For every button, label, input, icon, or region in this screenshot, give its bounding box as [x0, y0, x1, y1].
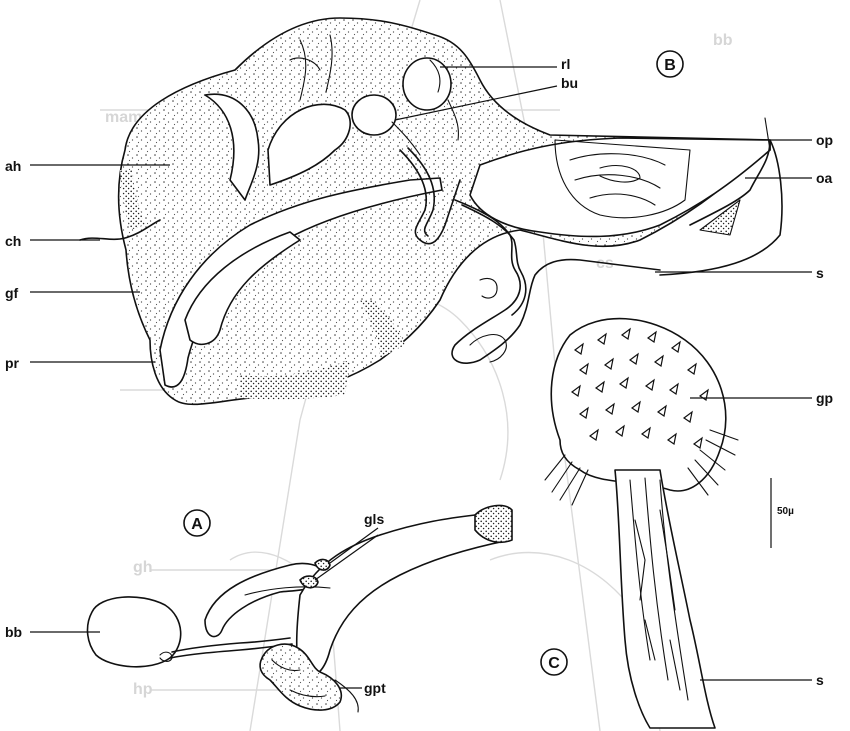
bursa-bb — [87, 597, 180, 667]
ghost-label-gh: gh — [133, 559, 153, 576]
label-rl: rl — [561, 56, 570, 72]
label-s-b: s — [816, 265, 824, 281]
receptaculum — [403, 58, 451, 110]
bursa — [352, 95, 396, 135]
label-oa: oa — [816, 170, 833, 186]
papilla-stalk — [615, 470, 715, 728]
label-gls: gls — [364, 511, 384, 527]
label-bb: bb — [5, 624, 22, 640]
label-s-c: s — [816, 672, 824, 688]
label-gp: gp — [816, 390, 833, 406]
panel-a-label: A — [191, 516, 203, 533]
label-bu: bu — [561, 75, 578, 91]
panel-b-label: B — [664, 57, 676, 74]
label-ch: ch — [5, 233, 21, 249]
label-op: op — [816, 132, 833, 148]
ghost-label-bb: bb — [713, 32, 733, 49]
label-pr: pr — [5, 355, 20, 371]
panel-c-label: C — [548, 655, 560, 672]
scale-bar-label: 50µ — [777, 506, 794, 517]
oviduct-a — [297, 512, 510, 676]
ghost-label-hp: hp — [133, 681, 153, 698]
label-gf: gf — [5, 285, 19, 301]
label-gpt: gpt — [364, 680, 386, 696]
label-ah: ah — [5, 158, 21, 174]
